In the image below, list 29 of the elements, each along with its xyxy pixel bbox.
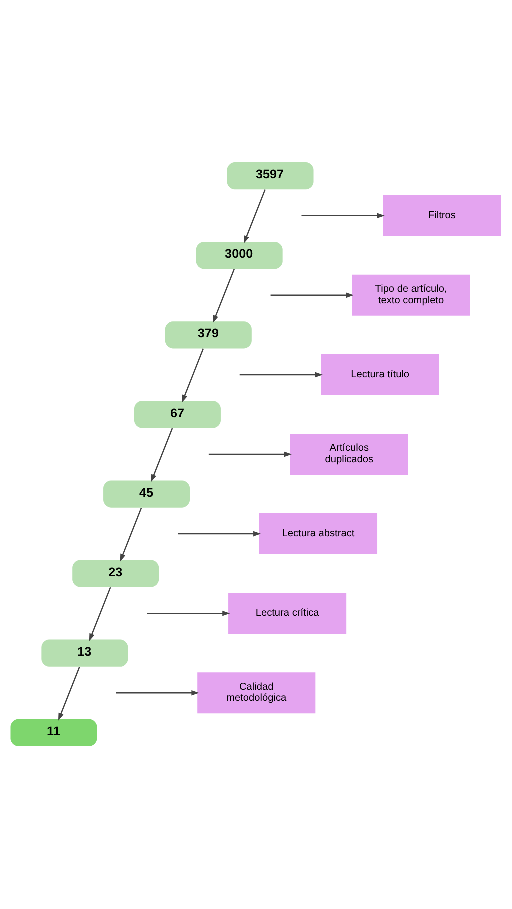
arrow <box>208 452 292 458</box>
node-box: Lectura crítica <box>228 593 347 634</box>
node-box: 379 <box>165 322 252 349</box>
node-box: Calidad metodológica <box>198 672 316 714</box>
node-box: Lectura abstract <box>259 514 378 555</box>
arrow <box>182 348 204 403</box>
arrow <box>178 531 262 537</box>
node-box: Filtros <box>383 195 502 236</box>
arrow <box>244 190 266 244</box>
node-box: Artículos duplicados <box>290 434 408 476</box>
arrow <box>120 508 142 562</box>
node-box: 3000 <box>196 242 283 270</box>
node-box: 11 <box>10 719 98 746</box>
arrow <box>270 292 354 298</box>
node-box: Tipo de artículo, texto completo <box>352 274 470 316</box>
node-box: 45 <box>104 480 190 508</box>
arrow <box>213 269 235 324</box>
arrow <box>240 372 323 378</box>
arrow <box>89 587 112 642</box>
node-box: 3597 <box>227 162 314 190</box>
node-box: 23 <box>72 560 160 588</box>
node-box: 13 <box>42 640 128 667</box>
arrow <box>147 610 230 616</box>
arrow <box>116 690 200 696</box>
arrow <box>151 428 174 482</box>
arrow <box>302 213 385 219</box>
node-box: 67 <box>134 401 221 428</box>
node-box: Lectura título <box>321 354 440 396</box>
arrow <box>58 666 80 721</box>
